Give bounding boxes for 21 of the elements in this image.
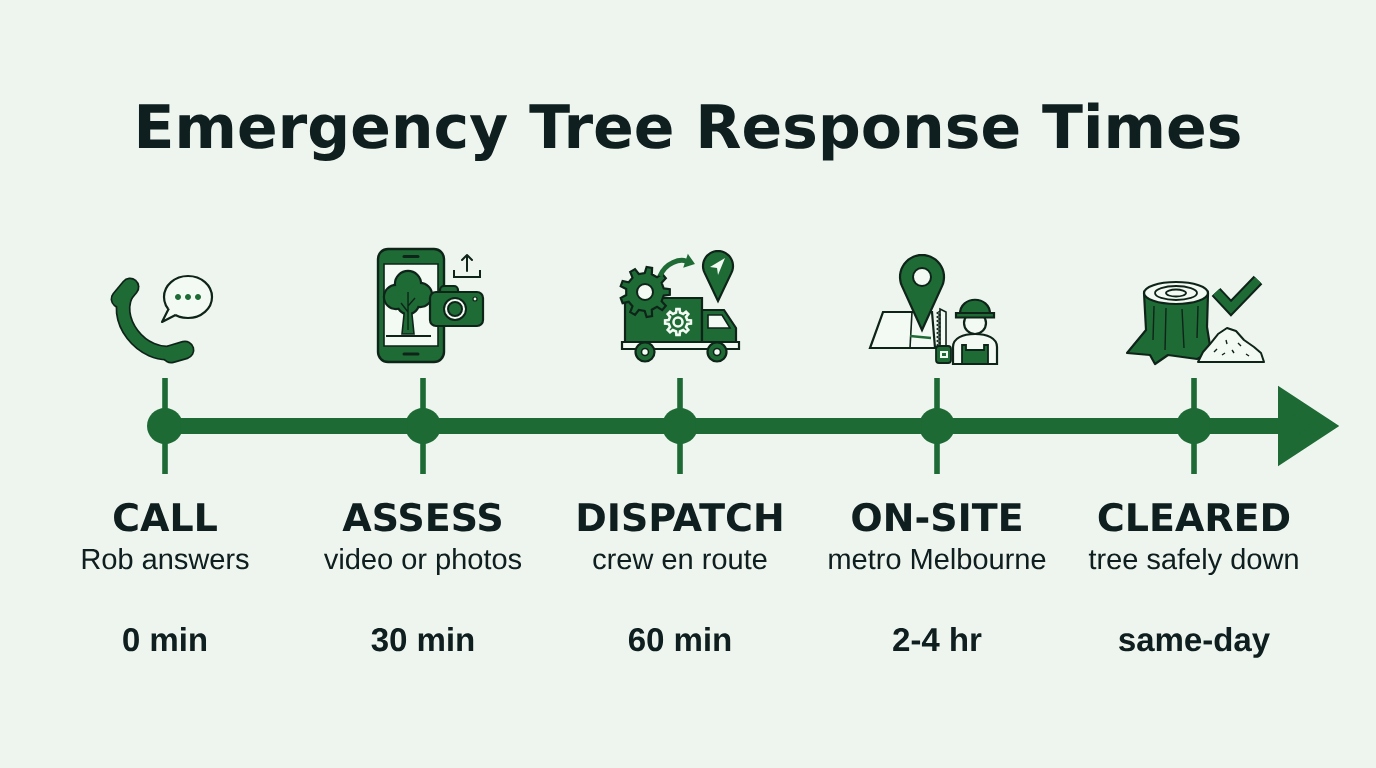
time-label: 30 min <box>371 627 474 652</box>
milestone-label: CLEARED <box>1098 502 1290 532</box>
timeline-dot <box>919 408 955 444</box>
timeline-dot <box>1176 408 1212 444</box>
milestone-label: DISPATCH <box>578 502 782 532</box>
timeline-dot <box>662 408 698 444</box>
milestone-label: ASSESS <box>342 502 501 532</box>
milestone-note: metro Melbourne <box>829 548 1046 570</box>
milestone-note: video or photos <box>323 548 522 576</box>
time-label: 2-4 hr <box>893 627 982 651</box>
milestone-note: crew en route <box>593 550 767 570</box>
title: Emergency Tree Response Times <box>138 102 1240 161</box>
milestone-note: Rob answers <box>82 548 249 570</box>
milestone-label: ON-SITE <box>852 502 1021 532</box>
milestone-label: CALL <box>114 502 217 532</box>
time-label: same-day <box>1119 627 1270 658</box>
timeline-dot <box>405 408 441 444</box>
time-label: 0 min <box>123 627 206 652</box>
time-label: 60 min <box>628 627 731 652</box>
milestone-note: tree safely down <box>1088 548 1298 576</box>
timeline-dot <box>147 408 183 444</box>
